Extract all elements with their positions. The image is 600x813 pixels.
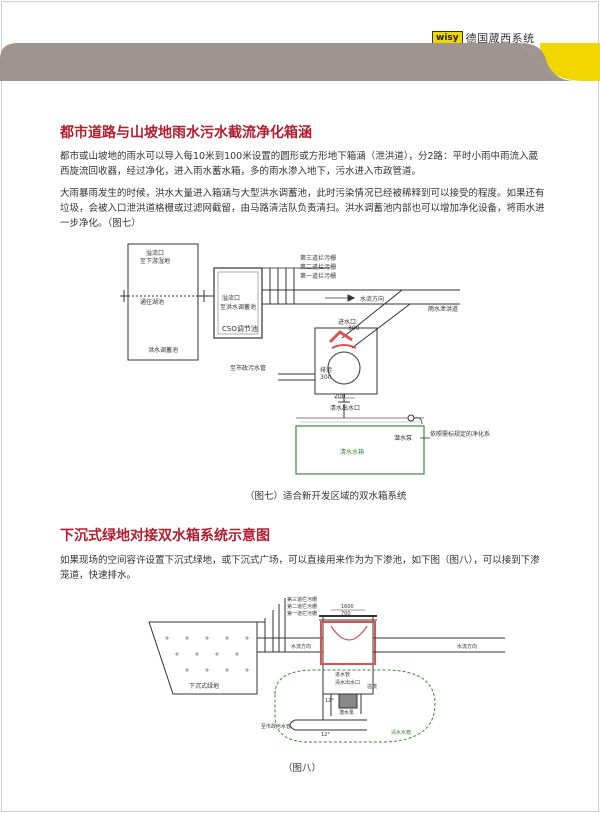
fig8-label-green: 下沉式绿地 bbox=[189, 682, 219, 690]
fig7-label-300a: 300 bbox=[348, 325, 360, 332]
fig7-label-to-pond: 至下游湿地 bbox=[140, 257, 170, 265]
fig7-label-purify: 依照需标规定的净化系统 bbox=[430, 430, 490, 438]
fig8-label-grate2: 第二道拦污栅 bbox=[287, 603, 317, 610]
fig7-label-tank: 清水水箱 bbox=[340, 448, 364, 456]
flood-pool-box bbox=[127, 243, 199, 361]
fig8-label-inlet: 进水管 bbox=[335, 671, 350, 678]
fig7-label-sewage: 排污 bbox=[320, 366, 332, 374]
fig8-label-sewer: 至市政污水管 bbox=[261, 723, 291, 730]
section1-para2: 大雨暴雨发生的时候，洪水大量进入箱涵与大型洪水调蓄池，此时污染情况已经被稀释到可… bbox=[60, 188, 545, 229]
fig8-label-pump: 潜水泵 bbox=[339, 709, 354, 716]
fig8-label-flow2: 水流方向 bbox=[457, 643, 477, 650]
fig7-label-to-flood-pool: 至洪水调蓄池 bbox=[220, 303, 256, 311]
fig8-label-1600: 1600 bbox=[341, 604, 354, 610]
separator-box bbox=[314, 327, 378, 395]
fig7-label-pump: 潜水泵 bbox=[394, 434, 412, 442]
fig7-label-grate1: 第一道拦污栅 bbox=[300, 272, 336, 280]
sunken-green bbox=[148, 621, 258, 695]
fig7-label-overflow: 溢流口 bbox=[146, 249, 164, 257]
fig7-label-200: 200 bbox=[334, 393, 346, 400]
fig7-label-grate2: 第二道拦污栅 bbox=[300, 263, 336, 271]
fig7-label-300b: 300 bbox=[320, 374, 332, 381]
fig7-label-outlet: 清水出水口 bbox=[330, 404, 360, 412]
clean-tank-outline bbox=[274, 669, 436, 743]
figure8-caption: （图八） bbox=[283, 763, 322, 774]
fig8-label-700: 700 bbox=[341, 611, 351, 617]
band-curve bbox=[520, 43, 575, 81]
fig7-label-inlet: 进水口 bbox=[338, 318, 356, 326]
section1-para1: 都市或山坡地的雨水可以导入每10米到100米设置的圆形或方形地下箱涵（泄洪道），… bbox=[60, 151, 539, 177]
band-grey bbox=[0, 43, 560, 81]
header-band bbox=[0, 43, 600, 81]
fig7-label-grate3: 第三道拦污栅 bbox=[300, 254, 336, 262]
brand: wisy 德国蒧西系统 bbox=[432, 30, 535, 46]
fig7-label-overflow2: 溢流口 bbox=[222, 294, 240, 302]
fig8-label-angle1: 12° bbox=[325, 698, 334, 704]
cso-pool-box bbox=[213, 267, 263, 339]
fig8-label-outlet: 清水出水口 bbox=[335, 679, 360, 686]
fig8-label-grate3: 第三道拦污栅 bbox=[287, 596, 317, 603]
pump-icon bbox=[407, 414, 415, 422]
company-name: 德国蒧西系统 bbox=[465, 32, 535, 45]
clean-tank-box bbox=[295, 425, 425, 475]
fig7-label-to-sewer: 至市政污水管 bbox=[230, 364, 266, 372]
fig8-label-overflow: 溢流 bbox=[367, 683, 377, 690]
fig8-label-flow: 水流方向 bbox=[291, 643, 311, 650]
separator-circle bbox=[327, 351, 361, 385]
fig7-label-cso: CSO调节池 bbox=[222, 324, 258, 333]
fig7-label-spillway: 雨水泄洪道 bbox=[428, 305, 458, 313]
fig8-label-angle2: 12° bbox=[321, 732, 330, 738]
section2-para: 如果现场的空间容许设置下沉式绿地，或下沉式广场，可以直接用来作为为下渗池，如下图… bbox=[60, 555, 540, 581]
section2-title: 下沉式绿地对接双水箱系统示意图 bbox=[60, 528, 270, 544]
fig7-label-to-wetland: 通往湖池 bbox=[140, 298, 164, 306]
band-yellow bbox=[540, 43, 600, 81]
section1-title: 都市道路与山坡地雨水污水截流净化箱涵 bbox=[60, 125, 312, 141]
figure7-caption: （图七）适合新开发区域的双水箱系统 bbox=[245, 491, 407, 502]
figure8-diagram: 第三道拦污栅 第二道拦污栅 第一道拦污栅 1600 700 水流方向 水流方向 … bbox=[148, 596, 505, 743]
fig8-label-grate1: 第一道拦污栅 bbox=[287, 610, 317, 617]
fig7-label-flow: 水流方向 bbox=[360, 295, 384, 303]
fig8-label-tank: 清水水箱 bbox=[391, 729, 411, 736]
figure7-diagram: 溢流口 至下游湿地 通往湖池 洪水调蓄池 溢流口 至洪水调蓄池 CSO调节池 第… bbox=[120, 243, 490, 475]
fig7-label-flood-pool: 洪水调蓄池 bbox=[148, 346, 178, 354]
